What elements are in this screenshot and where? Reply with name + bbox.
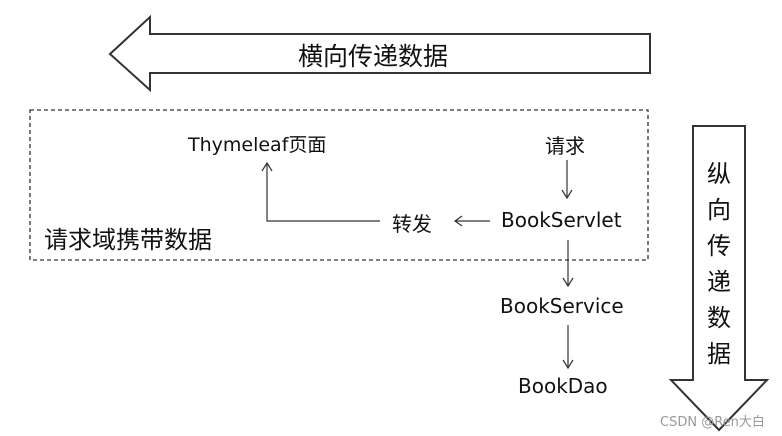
vertical-label-char: 据 bbox=[707, 340, 731, 368]
watermark: CSDN @Ren大白 bbox=[660, 415, 765, 430]
horizontal-arrow-label: 横向传递数据 bbox=[298, 42, 449, 71]
vertical-label-char: 递 bbox=[707, 268, 731, 296]
vertical-arrow-label: 纵 向 传 递 数 据 bbox=[696, 156, 742, 372]
request-node: 请求 bbox=[545, 134, 585, 158]
book-dao-node: BookDao bbox=[518, 374, 608, 398]
vertical-arrow-shape bbox=[668, 125, 770, 432]
servlet-to-service-arrow bbox=[562, 240, 574, 288]
horizontal-arrow-shape bbox=[108, 14, 651, 93]
vertical-label-char: 数 bbox=[707, 304, 731, 332]
thymeleaf-page-node: Thymeleaf页面 bbox=[188, 134, 327, 156]
vertical-label-char: 向 bbox=[707, 196, 731, 224]
servlet-to-forward-arrow bbox=[453, 215, 490, 227]
forward-node: 转发 bbox=[392, 212, 432, 236]
vertical-label-char: 传 bbox=[707, 232, 731, 260]
book-servlet-node: BookServlet bbox=[501, 208, 622, 232]
request-scope-label: 请求域携带数据 bbox=[44, 226, 212, 254]
request-to-servlet-arrow bbox=[561, 160, 573, 200]
request-scope-box bbox=[29, 109, 649, 261]
service-to-dao-arrow bbox=[562, 325, 574, 370]
vertical-label-char: 纵 bbox=[707, 160, 731, 188]
book-service-node: BookService bbox=[500, 294, 624, 318]
forward-to-thymeleaf-arrow bbox=[261, 161, 380, 222]
